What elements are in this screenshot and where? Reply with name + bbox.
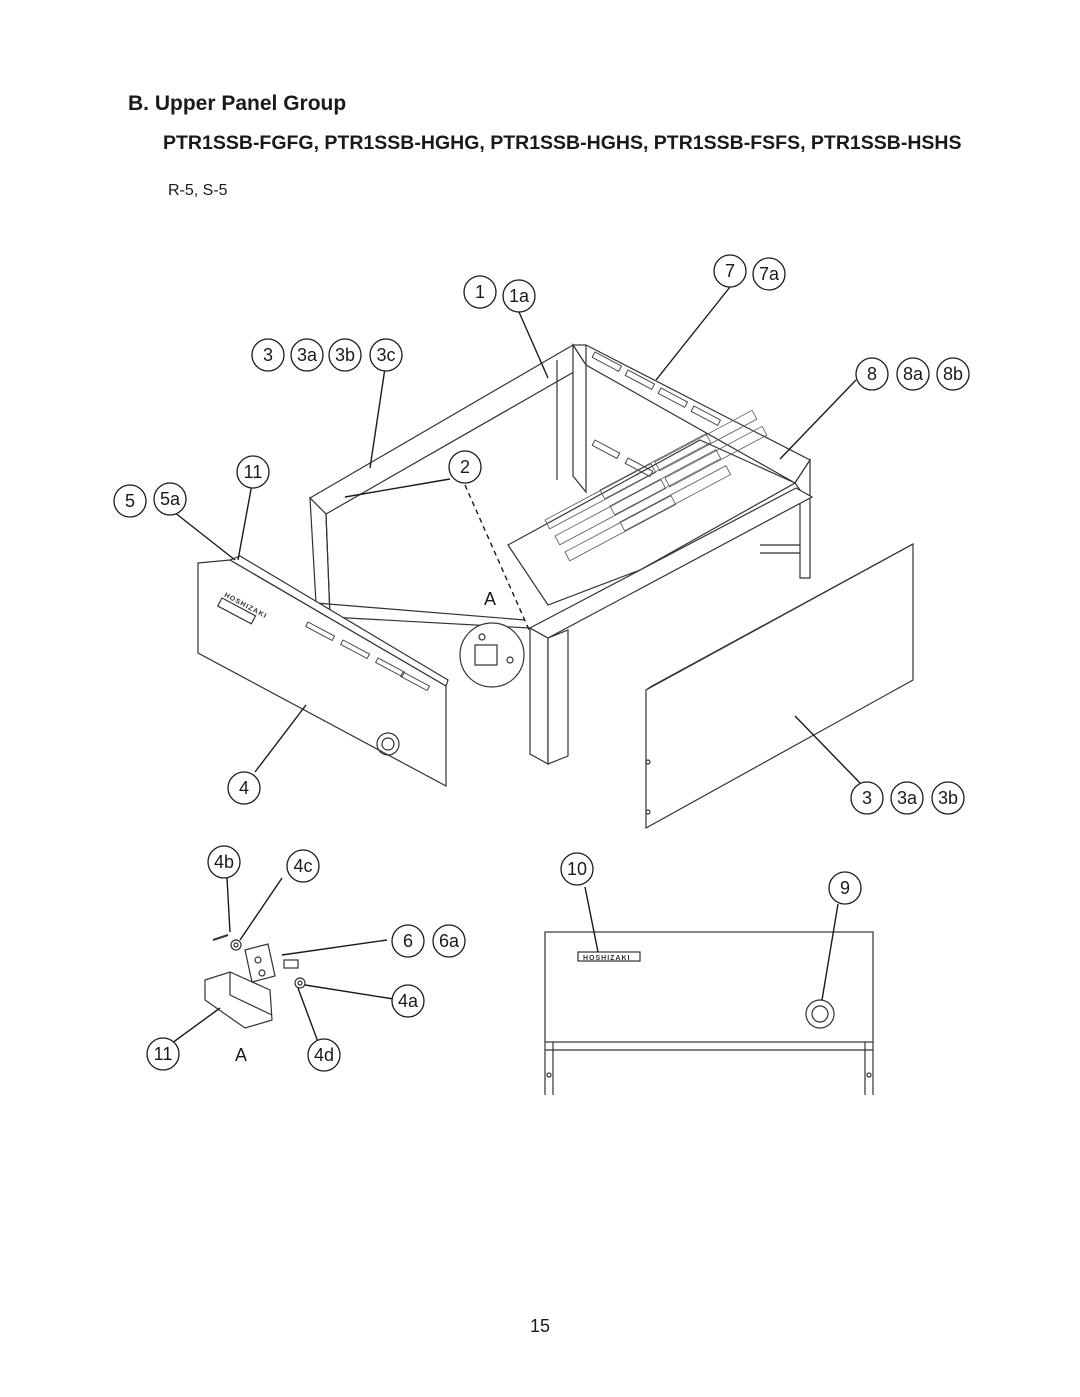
- callout-2: 2: [460, 457, 470, 477]
- callout-4d: 4d: [314, 1045, 334, 1065]
- callout-8a: 8a: [903, 364, 924, 384]
- right-side-panel: [645, 542, 914, 830]
- callout-8: 8: [867, 364, 877, 384]
- callout-3a: 3a: [297, 345, 318, 365]
- detail-a-circle: [459, 622, 525, 688]
- brand-plate-front: [577, 951, 641, 962]
- badge-emblem-front: [805, 999, 835, 1029]
- callout-6a: 6a: [439, 931, 460, 951]
- upper-frame-assembly: [309, 342, 814, 766]
- detail-a-label-bottom: A: [235, 1045, 247, 1065]
- callout-11-top: 11: [244, 462, 263, 482]
- callout-9: 9: [840, 878, 850, 898]
- front-panel-elevation: [544, 931, 874, 1095]
- callout-10: 10: [567, 859, 587, 879]
- leader-lines: [167, 286, 861, 1047]
- callout-3b: 3b: [335, 345, 355, 365]
- callout-8b: 8b: [943, 364, 963, 384]
- revision-label: R-5, S-5: [168, 182, 228, 199]
- callout-11-bottom: 11: [154, 1044, 173, 1064]
- callout-3b-right: 3b: [938, 788, 958, 808]
- callout-3-right: 3: [862, 788, 872, 808]
- front-left-leg: [529, 626, 549, 766]
- callout-1: 1: [475, 282, 485, 302]
- callout-5a: 5a: [160, 489, 181, 509]
- brand-plate-front-text: HOSHIZAKI: [583, 955, 631, 962]
- section-heading: B. Upper Panel Group: [128, 92, 347, 115]
- page-number: 15: [529, 1316, 551, 1336]
- callout-4a: 4a: [398, 991, 419, 1011]
- front-crossbar: [528, 487, 814, 639]
- front-left-panel: [197, 555, 449, 788]
- callout-3c: 3c: [376, 345, 395, 365]
- hardware-exploded: [204, 934, 306, 1029]
- callout-4b: 4b: [214, 852, 234, 872]
- base-grille-slots: [544, 409, 768, 562]
- callout-3: 3: [263, 345, 273, 365]
- callout-circles: [113, 254, 970, 1072]
- callout-5: 5: [125, 491, 135, 511]
- callout-7a: 7a: [759, 264, 780, 284]
- callout-1a: 1a: [509, 286, 530, 306]
- model-list: PTR1SSB-FGFG, PTR1SSB-HGHG, PTR1SSB-HGHS…: [163, 132, 962, 154]
- callout-4c: 4c: [293, 856, 312, 876]
- badge-emblem-left: [376, 732, 400, 756]
- right-side-frame: [794, 457, 811, 579]
- callout-7: 7: [725, 261, 735, 281]
- callout-3a-right: 3a: [897, 788, 918, 808]
- callout-6: 6: [403, 931, 413, 951]
- base-grille-panel: [507, 439, 797, 606]
- callout-4: 4: [239, 778, 249, 798]
- rear-post: [572, 342, 587, 494]
- detail-a-label-top: A: [484, 589, 496, 609]
